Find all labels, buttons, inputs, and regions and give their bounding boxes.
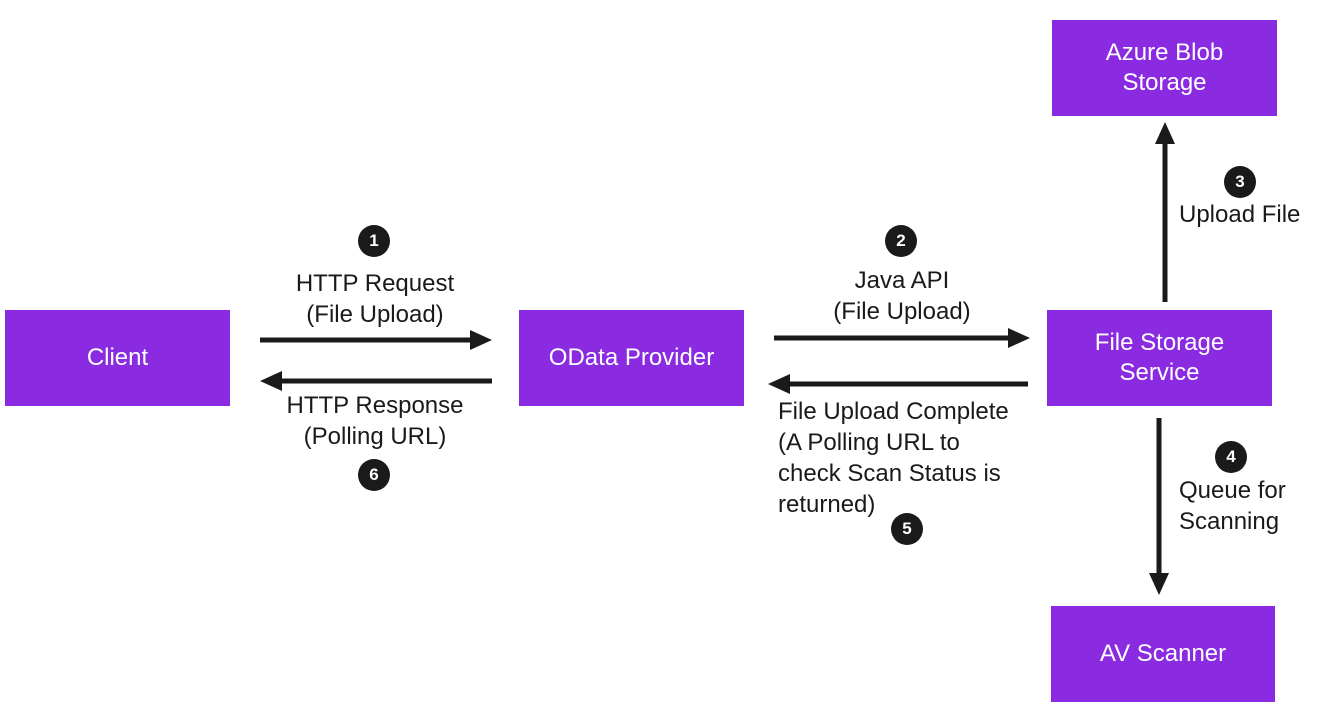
queue-scanning-line2: Scanning — [1179, 508, 1280, 535]
node-file-storage-line1: File Storage — [1094, 329, 1225, 356]
upload-complete-line1: File Upload Complete — [778, 398, 1009, 425]
edge-label-http-request: HTTP Request (File Upload) — [260, 268, 490, 330]
arrowhead-http-response — [260, 371, 282, 391]
edge-label-http-response: HTTP Response (Polling URL) — [260, 390, 490, 452]
queue-scanning-line1: Queue for — [1179, 477, 1286, 504]
http-response-line2: (Polling URL) — [303, 423, 447, 450]
step-badge-4: 4 — [1215, 441, 1247, 473]
step-badge-6: 6 — [358, 459, 390, 491]
arrowhead-upload-complete — [768, 374, 790, 394]
node-odata-provider: OData Provider — [519, 310, 744, 406]
upload-complete-line2: (A Polling URL to — [778, 429, 960, 456]
step-badge-3: 3 — [1224, 166, 1256, 198]
node-azure-blob-line2: Storage — [1122, 69, 1207, 96]
edge-label-upload-complete: File Upload Complete (A Polling URL to c… — [778, 396, 1038, 520]
node-av-scanner: AV Scanner — [1051, 606, 1275, 702]
node-av-scanner-label: AV Scanner — [1099, 640, 1227, 667]
node-file-storage-service: File Storage Service — [1047, 310, 1272, 406]
step-badge-1: 1 — [358, 225, 390, 257]
node-odata-provider-label: OData Provider — [548, 344, 715, 371]
node-client: Client — [5, 310, 230, 406]
java-api-line1: Java API — [854, 267, 950, 294]
upload-file-line1: Upload File — [1179, 201, 1301, 228]
node-file-storage-line2: Service — [1119, 359, 1200, 386]
upload-complete-line3: check Scan Status is — [778, 460, 1001, 487]
arrowhead-java-api — [1008, 328, 1030, 348]
arrowhead-upload-file — [1155, 122, 1175, 144]
node-azure-blob-line1: Azure Blob — [1105, 39, 1224, 66]
step-badge-2: 2 — [885, 225, 917, 257]
node-client-label: Client — [86, 344, 149, 371]
step-badge-5: 5 — [891, 513, 923, 545]
arrowhead-http-request — [470, 330, 492, 350]
node-azure-blob-storage: Azure Blob Storage — [1052, 20, 1277, 116]
edge-label-upload-file: Upload File — [1179, 199, 1317, 230]
http-request-line1: HTTP Request — [295, 270, 455, 297]
java-api-line2: (File Upload) — [833, 298, 971, 325]
http-request-line2: (File Upload) — [306, 301, 444, 328]
upload-complete-line4: returned) — [778, 491, 876, 518]
arrowhead-queue-scanning — [1149, 573, 1169, 595]
edge-label-java-api: Java API (File Upload) — [786, 265, 1018, 327]
http-response-line1: HTTP Response — [286, 392, 464, 419]
edge-label-queue-scanning: Queue for Scanning — [1179, 475, 1317, 537]
